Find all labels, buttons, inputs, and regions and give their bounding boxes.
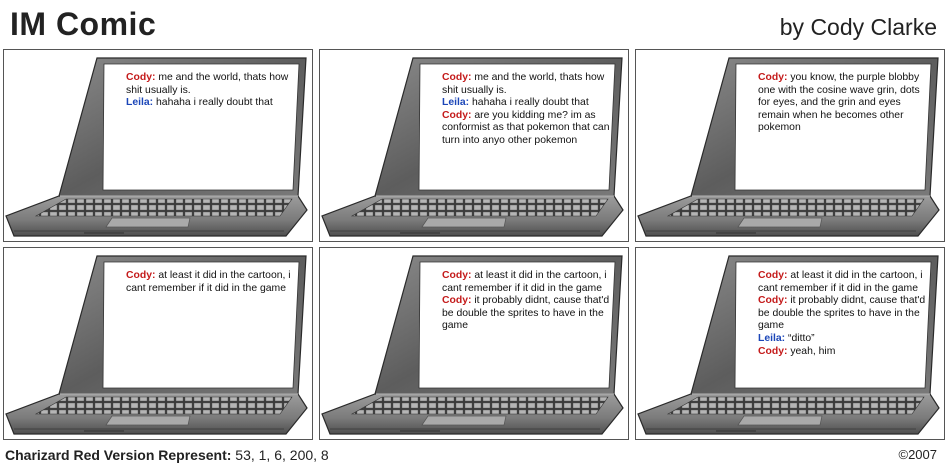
chat-line: Cody: are you kidding me? im as conformi… [442,110,610,148]
message-text: it probably didnt, cause that'd be doubl… [442,295,610,332]
message-text: at least it did in the cartoon, i cant r… [758,270,923,294]
chat-line: Cody: you know, the purple blobby one wi… [758,72,926,135]
page-title: IM Comic [10,6,157,42]
chat-line: Cody: at least it did in the cartoon, i … [126,270,294,295]
message-text: yeah, him [787,345,836,357]
speaker-name: Leila: [758,332,786,344]
chat-line: Cody: at least it did in the cartoon, i … [758,270,926,295]
footer-numbers: 53, 1, 6, 200, 8 [235,447,329,463]
comic-grid: Cody: me and the world, thats how shit u… [3,49,948,444]
laptop-icon [637,57,940,237]
chat-log: Cody: at least it did in the cartoon, i … [758,270,926,358]
laptop-icon [5,57,308,237]
message-text: at least it did in the cartoon, i cant r… [442,270,607,294]
chat-line: Cody: at least it did in the cartoon, i … [442,270,610,295]
comic-panel-6: Cody: at least it did in the cartoon, i … [635,247,945,440]
chat-log: Cody: you know, the purple blobby one wi… [758,72,926,135]
chat-line: Cody: it probably didnt, cause that'd be… [758,295,926,333]
speaker-name: Cody: [442,72,472,83]
laptop-icon [637,255,940,435]
copyright: ©2007 [898,447,938,462]
speaker-name: Cody: [442,270,472,281]
chat-line: Leila: hahaha i really doubt that [442,97,610,110]
message-text: hahaha i really doubt that [153,97,273,109]
speaker-name: Leila: [442,97,470,109]
comic-panel-3: Cody: you know, the purple blobby one wi… [635,49,945,242]
chat-line: Cody: me and the world, thats how shit u… [126,72,294,97]
speaker-name: Cody: [758,295,788,307]
message-text: me and the world, thats how shit usually… [442,72,605,96]
speaker-name: Cody: [126,270,156,281]
comic-panel-5: Cody: at least it did in the cartoon, i … [319,247,629,440]
message-text: you know, the purple blobby one with the… [758,72,920,134]
comic-panel-2: Cody: me and the world, thats how shit u… [319,49,629,242]
footer-label: Charizard Red Version Represent: [5,447,232,463]
chat-line: Cody: yeah, him [758,346,926,359]
chat-log: Cody: me and the world, thats how shit u… [442,72,610,148]
chat-line: Leila: hahaha i really doubt that [126,97,294,110]
comic-panel-4: Cody: at least it did in the cartoon, i … [3,247,313,440]
message-text: at least it did in the cartoon, i cant r… [126,270,291,294]
message-text: it probably didnt, cause that'd be doubl… [758,295,926,332]
chat-line: Cody: it probably didnt, cause that'd be… [442,295,610,333]
byline: by Cody Clarke [779,14,937,40]
chat-log: Cody: at least it did in the cartoon, i … [126,270,294,295]
chat-log: Cody: me and the world, thats how shit u… [126,72,294,110]
message-text: “ditto” [785,332,815,344]
speaker-name: Cody: [758,72,788,83]
speaker-name: Cody: [758,345,788,357]
message-text: hahaha i really doubt that [469,97,589,109]
laptop-icon [5,255,308,435]
chat-line: Leila: “ditto” [758,333,926,346]
speaker-name: Cody: [442,109,472,121]
laptop-icon [321,57,624,237]
chat-line: Cody: me and the world, thats how shit u… [442,72,610,97]
speaker-name: Leila: [126,97,154,109]
chat-log: Cody: at least it did in the cartoon, i … [442,270,610,333]
speaker-name: Cody: [758,270,788,281]
footer-caption: Charizard Red Version Represent: 53, 1, … [5,447,329,463]
comic-panel-1: Cody: me and the world, thats how shit u… [3,49,313,242]
speaker-name: Cody: [126,72,156,83]
speaker-name: Cody: [442,295,472,307]
message-text: are you kidding me? im as conformist as … [442,109,610,146]
laptop-icon [321,255,624,435]
message-text: me and the world, thats how shit usually… [126,72,289,96]
